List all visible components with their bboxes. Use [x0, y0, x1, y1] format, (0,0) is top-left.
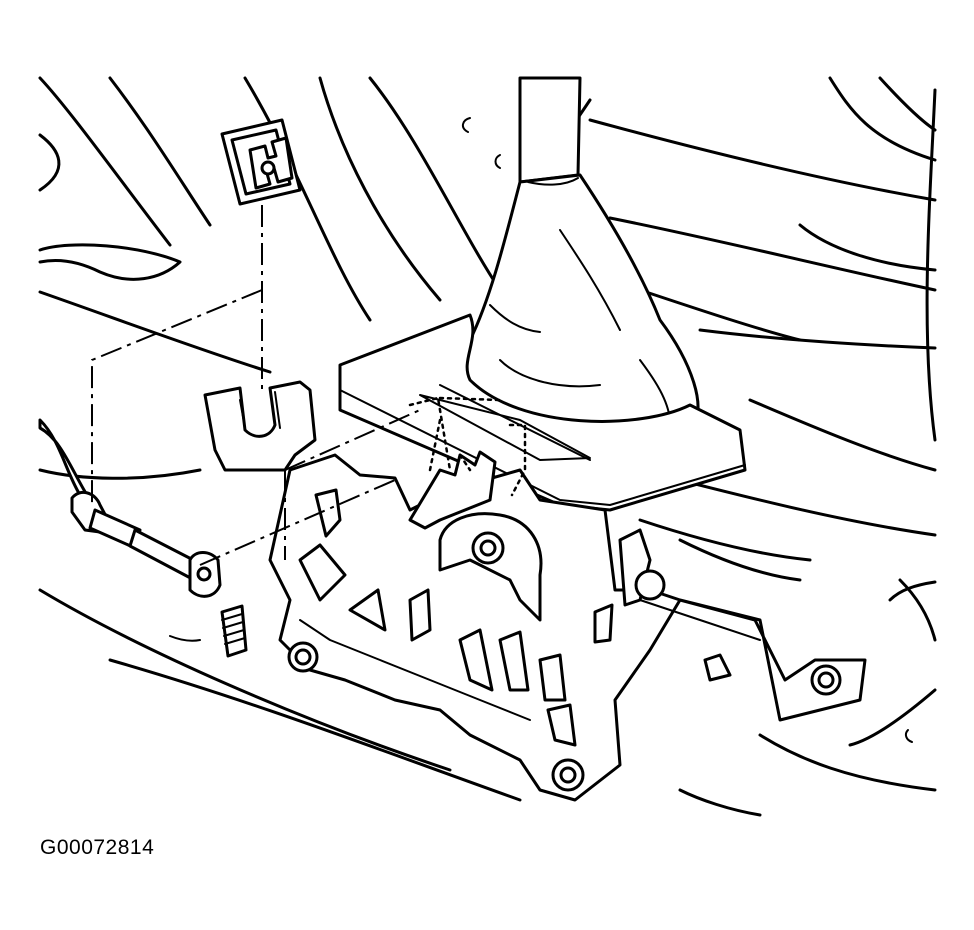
cable-retaining-clip [220, 118, 302, 206]
shift-cable [38, 418, 222, 598]
assembly-leader-lines [91, 205, 527, 566]
figure-code: G00072814 [40, 836, 155, 859]
floor-panel-background [38, 76, 937, 817]
shifter-gate-plate [338, 313, 747, 512]
cable-bracket [203, 380, 317, 472]
shifter-mount-base [268, 453, 867, 802]
spring [220, 604, 248, 658]
bolt-left [287, 641, 319, 673]
shift-boot [465, 76, 700, 451]
mounting-bolts [287, 641, 842, 792]
shift-detent-lever [408, 450, 497, 530]
bolt-right [810, 664, 842, 696]
bolt-front [551, 758, 585, 792]
